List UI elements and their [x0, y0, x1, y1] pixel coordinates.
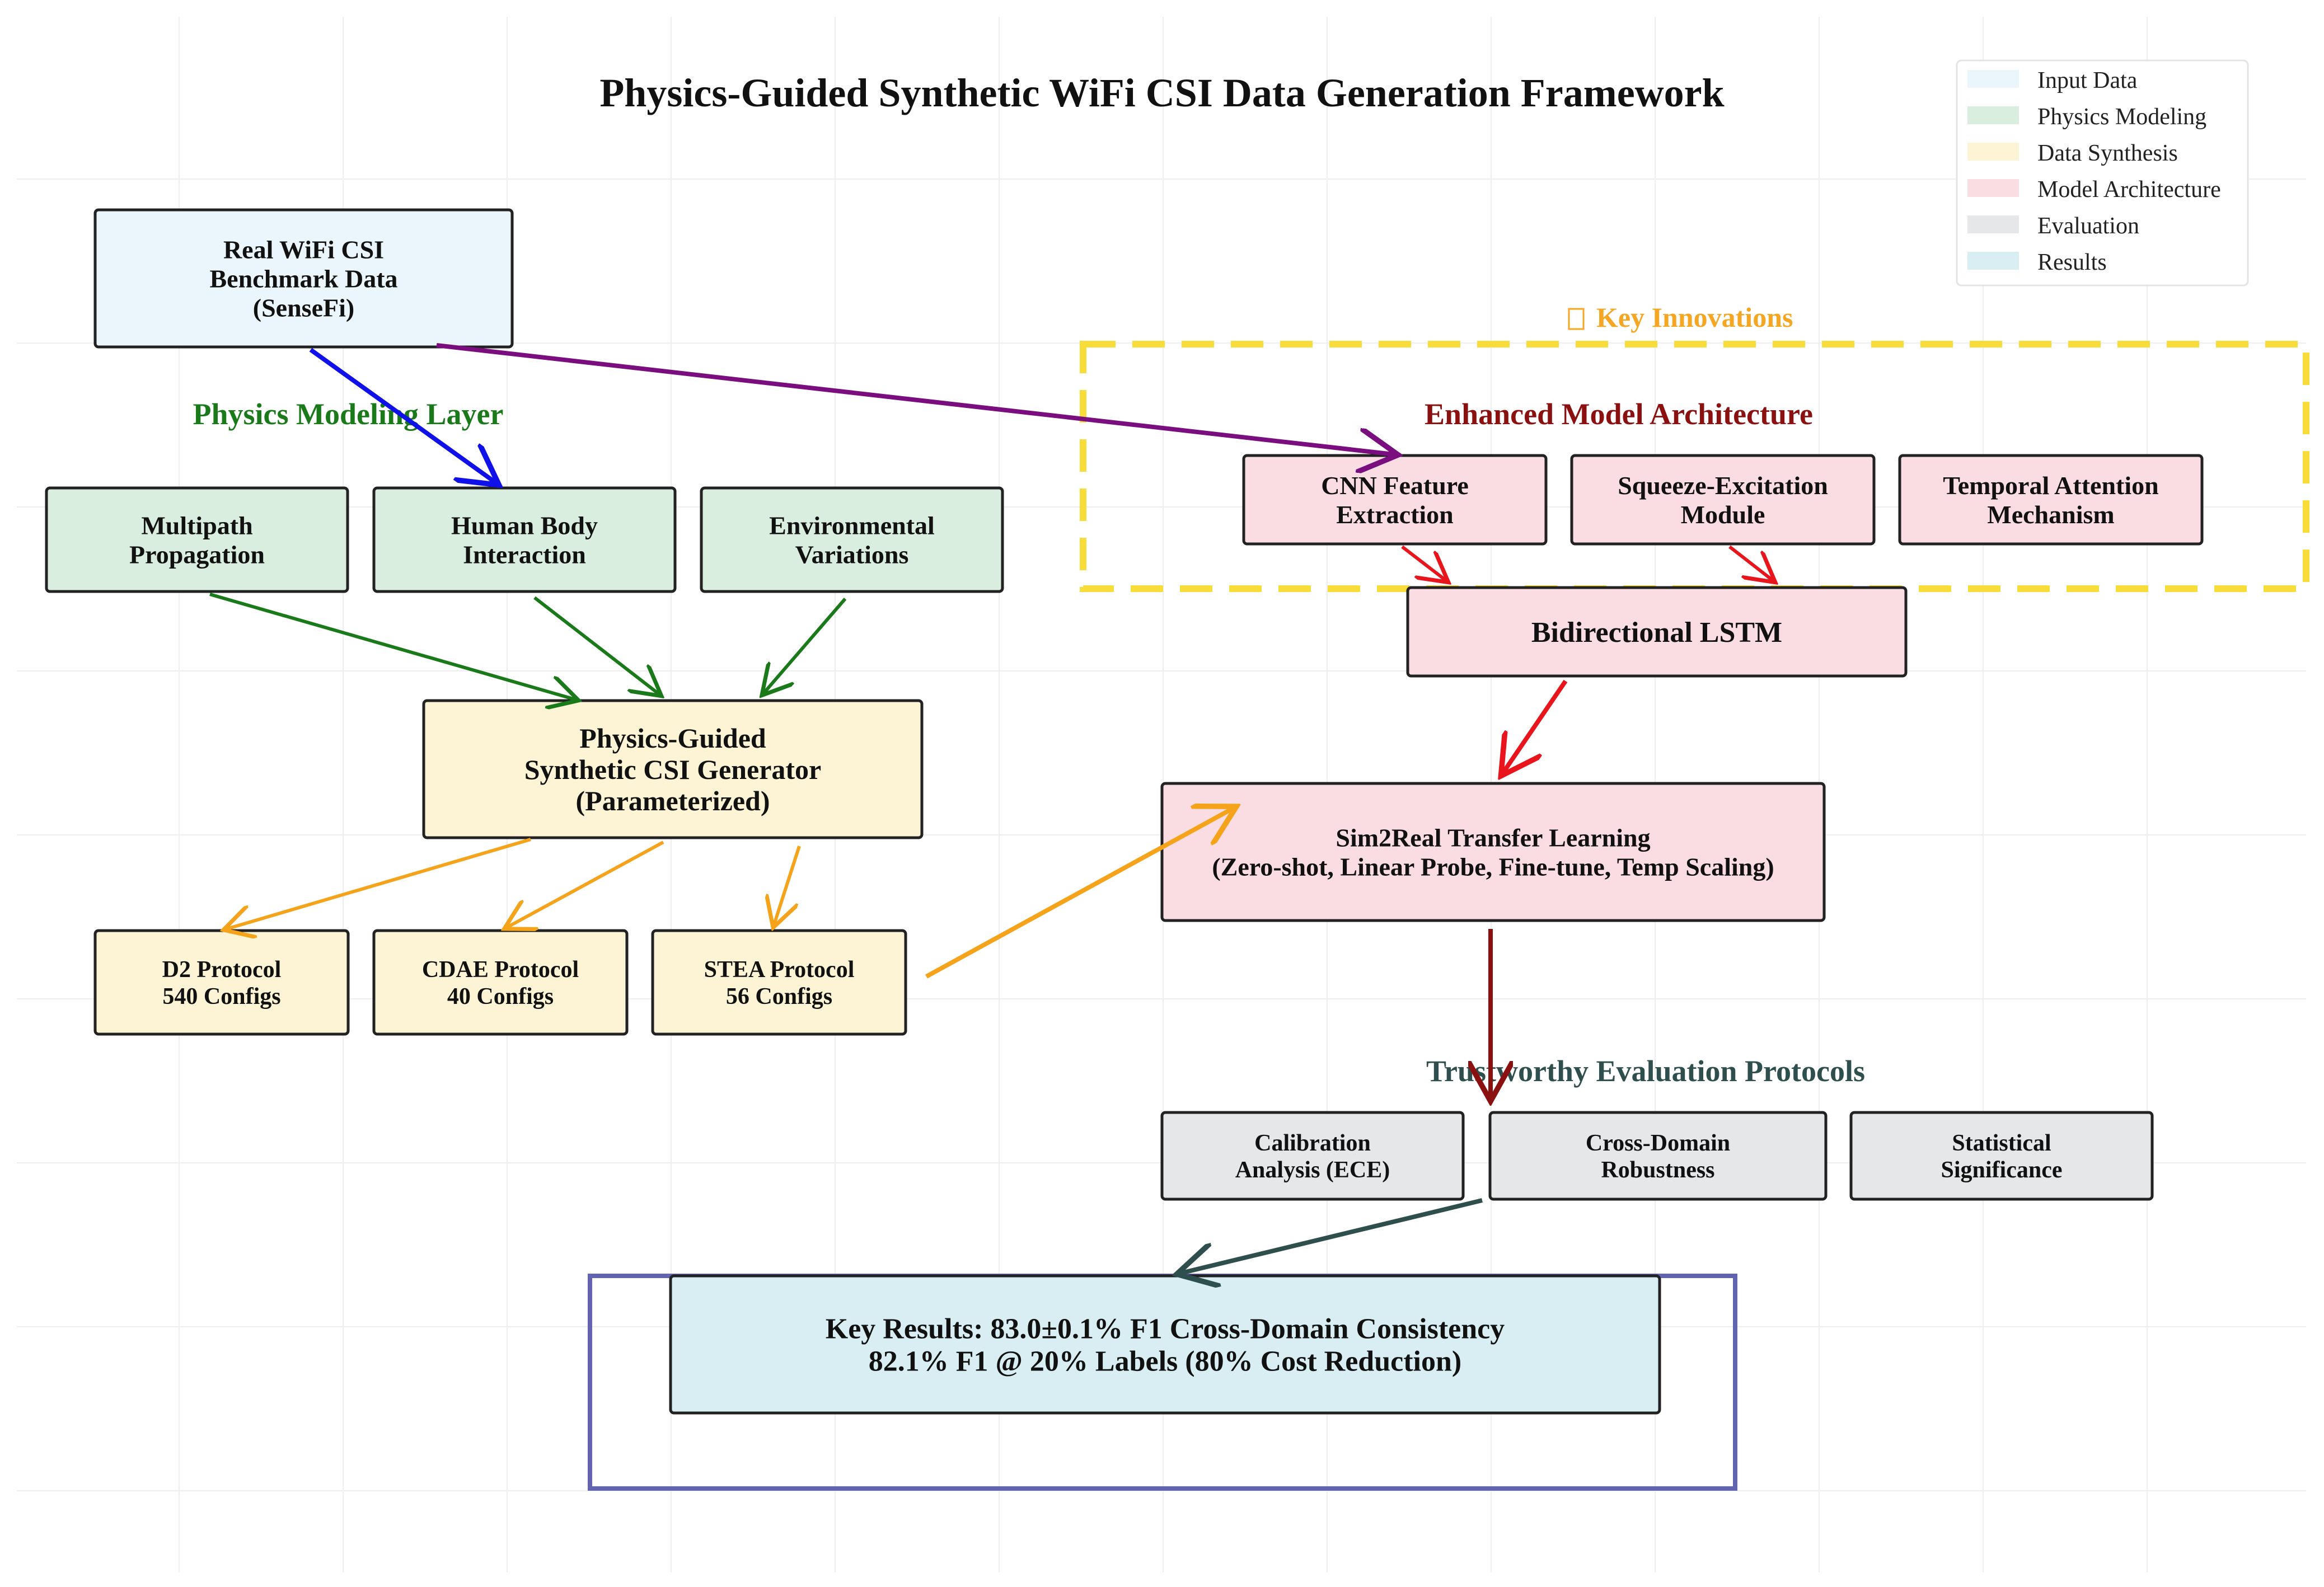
node-label: Extraction — [1336, 500, 1454, 529]
node-label: (SenseFi) — [253, 294, 354, 322]
node-label: (Zero-shot, Linear Probe, Fine-tune, Tem… — [1212, 853, 1774, 881]
node-label: CNN Feature — [1321, 471, 1469, 500]
arrow-input-to-human-body — [309, 348, 495, 482]
legend-swatch — [1967, 70, 2019, 88]
lightbulb-icon — [1568, 308, 1585, 330]
node-label: Propagation — [129, 541, 265, 569]
legend-item-label: Model Architecture — [2037, 177, 2221, 203]
legend-swatch — [1967, 143, 2019, 161]
node-label: (Parameterized) — [576, 785, 770, 816]
legend-swatch — [1967, 252, 2019, 270]
arrow-generator-to-d2 — [227, 838, 531, 929]
node-box — [1160, 1111, 1465, 1201]
node-label: Benchmark Data — [209, 265, 397, 293]
model-section-title: Enhanced Model Architecture — [1425, 397, 1813, 431]
arrow-human-body-to-generator — [533, 596, 659, 694]
legend-item-label: Results — [2037, 250, 2107, 275]
node-box — [422, 699, 924, 839]
arrow-stea-to-sim2real — [925, 809, 1233, 979]
node-label: Module — [1681, 500, 1765, 529]
node-box — [372, 486, 677, 593]
node-box — [1406, 586, 1908, 678]
legend-swatch — [1967, 215, 2019, 233]
node-label: Statistical — [1952, 1130, 2051, 1156]
node-box — [93, 208, 514, 349]
node-label: Synthetic CSI Generator — [524, 754, 822, 785]
diagram-title: Physics-Guided Synthetic WiFi CSI Data G… — [599, 71, 1724, 115]
node-label: STEA Protocol — [704, 957, 855, 983]
legend-swatch — [1967, 106, 2019, 124]
node-label: Significance — [1941, 1157, 2063, 1183]
node-label: Environmental — [769, 511, 935, 540]
node-label: Real WiFi CSI — [223, 236, 384, 264]
node-box — [1160, 782, 1826, 922]
node-box — [45, 486, 349, 593]
node-label: CDAE Protocol — [422, 957, 579, 983]
node-label: 82.1% F1 @ 20% Labels (80% Cost Reductio… — [869, 1346, 1461, 1378]
node-label: 40 Configs — [447, 984, 554, 1010]
node-label: Human Body — [451, 511, 598, 540]
arrow-multipath-to-generator — [209, 593, 575, 699]
physics-section-title: Physics Modeling Layer — [193, 397, 504, 431]
legend-swatch — [1967, 179, 2019, 197]
arrow-se-to-lstm — [1728, 545, 1773, 580]
node-label: Sim2Real Transfer Learning — [1336, 824, 1650, 852]
node-box — [372, 929, 629, 1036]
node-label: Variations — [795, 541, 909, 569]
node-label: Robustness — [1601, 1157, 1714, 1183]
legend-item-label: Evaluation — [2037, 213, 2139, 239]
innovations-title: Key Innovations — [1568, 302, 1793, 333]
node-label: 540 Configs — [162, 984, 280, 1010]
node-label: Cross-Domain — [1586, 1130, 1730, 1156]
node-label: Temporal Attention — [1943, 471, 2158, 500]
node-box — [1570, 454, 1876, 546]
node-label: Multipath — [141, 511, 252, 540]
legend-item-label: Data Synthesis — [2037, 140, 2178, 166]
arrow-lstm-to-sim2real — [1503, 679, 1568, 772]
node-box — [1849, 1111, 2154, 1201]
node-label: Physics-Guided — [579, 722, 766, 754]
arrow-generator-to-cdae — [507, 841, 664, 927]
node-results: Key Results: 83.0±0.1% F1 Cross-Domain C… — [669, 1274, 1661, 1415]
node-label: Interaction — [463, 541, 586, 569]
node-label: Analysis (ECE) — [1235, 1157, 1390, 1183]
node-label: Calibration — [1254, 1130, 1371, 1156]
node-sim2real: Sim2Real Transfer Learning(Zero-shot, Li… — [1160, 782, 1826, 922]
node-label: D2 Protocol — [162, 957, 282, 983]
node-label: Squeeze-Excitation — [1618, 471, 1828, 500]
arrow-environmental-to-generator — [764, 598, 847, 693]
legend-item-label: Physics Modeling — [2037, 104, 2206, 130]
node-box — [1488, 1111, 1828, 1201]
arrow-generator-to-stea — [774, 846, 801, 924]
node-box — [669, 1274, 1661, 1415]
node-lstm: Bidirectional LSTM — [1406, 586, 1908, 678]
svg-text:Key Innovations: Key Innovations — [1596, 302, 1793, 333]
arrow-input-to-cnn — [436, 343, 1394, 454]
node-box — [700, 486, 1004, 593]
node-label: Bidirectional LSTM — [1531, 617, 1782, 649]
arrow-cnn-to-lstm — [1401, 545, 1446, 580]
arrow-cross-domain-to-results — [1181, 1198, 1483, 1273]
node-label: Mechanism — [1987, 500, 2114, 529]
legend-item-label: Input Data — [2037, 68, 2138, 93]
node-label: Key Results: 83.0±0.1% F1 Cross-Domain C… — [826, 1313, 1505, 1345]
node-box — [1898, 454, 2204, 546]
node-label: 56 Configs — [726, 984, 832, 1010]
